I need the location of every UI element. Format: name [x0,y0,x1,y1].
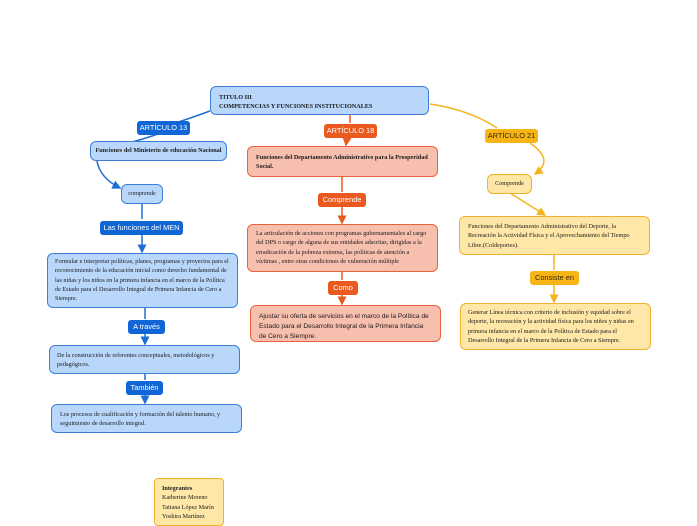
root-title-line1: TITULO III [219,94,252,101]
label-consiste-en[interactable]: Consiste en [530,271,579,285]
ajustar-node[interactable]: Ajustar su oferta de servicios en el mar… [250,305,441,342]
construccion-node[interactable]: De la construcción de referentes concept… [49,345,240,374]
integrante-2: Tatiana López Marín [162,503,214,511]
root-title-node[interactable]: TITULO III COMPETENCIAS Y FUNCIONES INST… [210,86,429,115]
label-a-traves[interactable]: A través [128,320,165,334]
comprende-right-node[interactable]: Comprende [487,174,532,194]
label-comprende-middle[interactable]: Comprende [318,193,366,207]
coldeportes-node[interactable]: Funciones del Departamento Administrativ… [459,216,650,255]
formular-node[interactable]: Formular e interpretar políticas, planes… [47,253,238,308]
root-title-line2: COMPETENCIAS Y FUNCIONES INSTITUCIONALES [219,103,373,111]
label-como[interactable]: Como [328,281,358,295]
comprende-left-node[interactable]: comprende [121,184,163,204]
generar-node[interactable]: Generar Línea técnica con criterio de in… [460,303,651,350]
dps-node[interactable]: Funciones del Departamento Administrativ… [247,146,438,177]
ministerio-node[interactable]: Funciones del Ministerio de educación Na… [90,141,227,161]
label-funciones-men[interactable]: Las funciones del MEN [100,221,183,235]
label-articulo-18[interactable]: ARTÍCULO 18 [324,124,377,138]
integrantes-title: Integrantes [162,485,193,492]
integrante-3: Yoshira Martínez [162,512,205,520]
procesos-node[interactable]: Los procesos de cualificación y formació… [51,404,242,433]
articulacion-node[interactable]: La articulación de acciones con programa… [247,224,438,272]
integrantes-node[interactable]: Integrantes Katherine Moreno Tatiana Lóp… [154,478,224,526]
label-articulo-21[interactable]: ARTÍCULO 21 [485,129,538,143]
label-articulo-13[interactable]: ARTÍCULO 13 [137,121,190,135]
integrante-1: Katherine Moreno [162,494,208,502]
label-tambien[interactable]: También [126,381,163,395]
